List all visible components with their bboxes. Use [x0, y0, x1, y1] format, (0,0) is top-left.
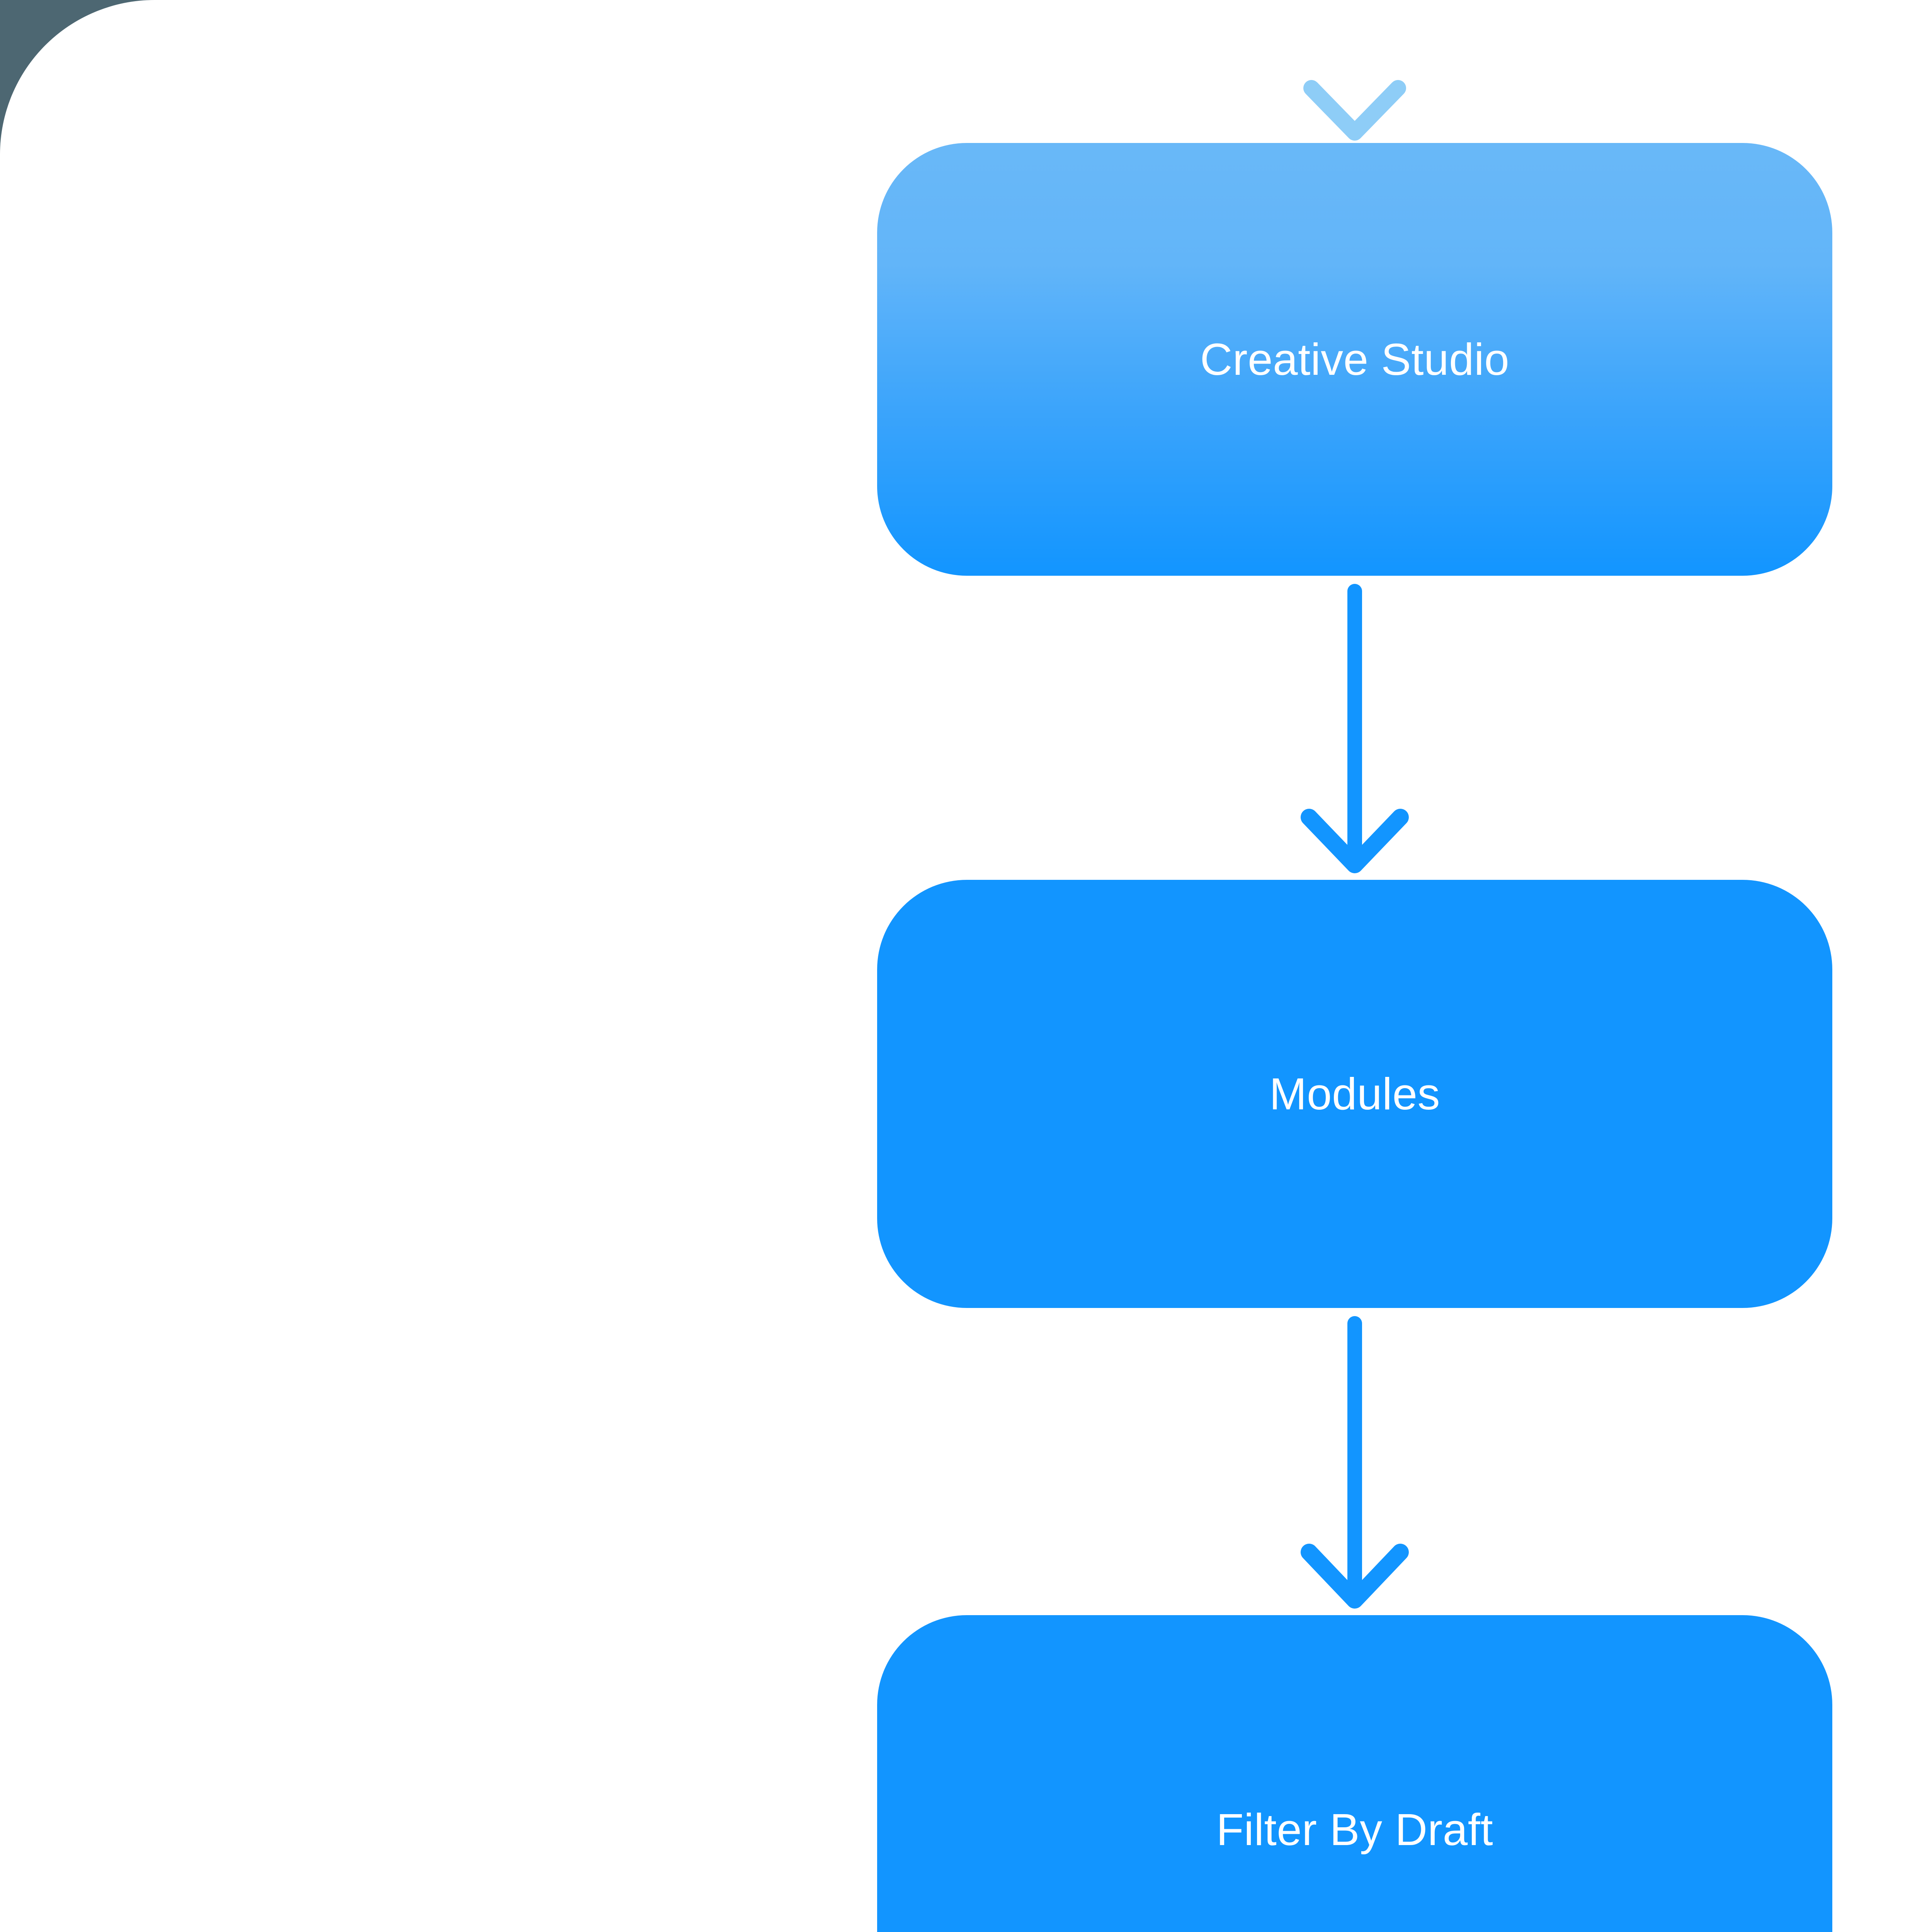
arrow-down-icon — [1301, 584, 1409, 873]
flow-node-modules[interactable]: Modules — [877, 880, 1832, 1308]
flow-node-creative-studio[interactable]: Creative Studio — [877, 143, 1832, 576]
connector-modules-to-filter-by-draft — [1243, 1308, 1467, 1616]
flow-node-label: Filter By Draft — [1216, 1804, 1493, 1855]
connector-creative-studio-to-modules — [1243, 576, 1467, 881]
flow-node-filter-by-draft[interactable]: Filter By Draft — [877, 1615, 1832, 1932]
flow-node-label: Creative Studio — [1200, 334, 1510, 384]
entry-arrow-connector — [1243, 0, 1467, 147]
arrow-down-icon — [1303, 0, 1406, 141]
arrow-down-icon — [1301, 1316, 1409, 1609]
flow-node-label: Modules — [1269, 1069, 1440, 1119]
